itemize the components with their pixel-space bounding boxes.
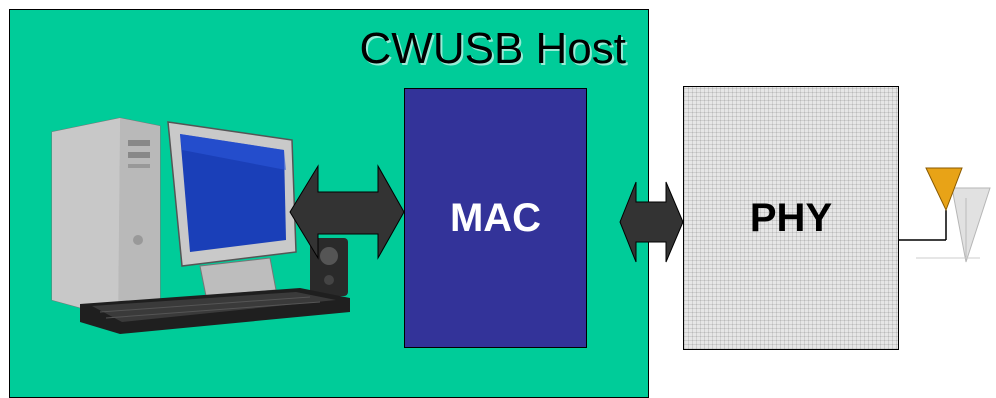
antenna-icon: [899, 167, 991, 263]
computer-mac-arrow: [289, 164, 405, 260]
desktop-computer-icon: [51, 117, 350, 334]
phy-label: PHY: [749, 195, 833, 240]
phy-block: PHY: [683, 86, 899, 350]
host-title: CWUSB Host: [359, 24, 626, 73]
mac-phy-arrow: [619, 181, 684, 263]
mac-label: MAC: [449, 195, 542, 240]
mac-block: MAC: [404, 88, 587, 348]
